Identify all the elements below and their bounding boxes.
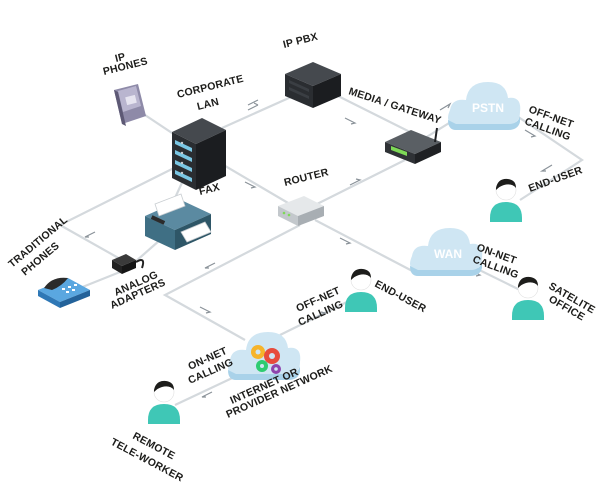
server-icon xyxy=(172,118,226,190)
ip-phones-label-1: IP xyxy=(114,51,127,65)
arrow-icon xyxy=(439,102,452,111)
arrow-icon xyxy=(344,117,357,125)
wire-router-wan xyxy=(314,219,421,276)
pbx-icon xyxy=(285,62,341,108)
corporate-lan-label-2: LAN xyxy=(196,96,220,113)
connection-lines xyxy=(57,91,584,406)
traditional-phone-icon xyxy=(38,277,90,308)
wire-lan-traditional xyxy=(57,164,181,261)
fax-label: FAX xyxy=(198,181,221,198)
analog-adapter-icon xyxy=(112,254,145,274)
ip-phone-icon xyxy=(114,84,146,126)
arrow-icon xyxy=(539,164,553,172)
gateway-icon xyxy=(385,127,441,164)
person-icon-end-user-2 xyxy=(345,268,377,312)
person-icon-satellite-office xyxy=(512,276,544,320)
end-user-label-2: END-USER xyxy=(373,278,429,315)
arrow-icon xyxy=(349,178,362,186)
arrow-icon xyxy=(84,231,96,238)
wire-router-gateway xyxy=(314,159,406,206)
router-label: ROUTER xyxy=(283,166,330,189)
arrow-icon xyxy=(201,391,213,398)
wan-label: WAN xyxy=(434,247,462,261)
wire-lan-pbx xyxy=(221,91,301,130)
fax-icon xyxy=(145,193,212,250)
wan-cloud-icon: WAN xyxy=(410,228,483,276)
arrow-icon xyxy=(247,99,259,106)
flow-arrows xyxy=(84,99,553,398)
gears-icon xyxy=(251,345,281,374)
arrow-icon xyxy=(524,129,537,138)
wire-lan-router xyxy=(214,159,301,211)
arrow-icon xyxy=(204,262,216,269)
arrow-icon xyxy=(314,311,327,319)
arrow-icon xyxy=(199,306,212,314)
wire-fax-adapter xyxy=(134,239,161,263)
internet-cloud-icon xyxy=(228,332,301,380)
end-user-label-1: END-USER xyxy=(527,164,584,195)
wire-pstn-enduser xyxy=(504,107,584,201)
pstn-label: PSTN xyxy=(472,101,504,115)
media-gateway-label: MEDIA / GATEWAY xyxy=(347,85,443,126)
arrow-icon xyxy=(247,102,259,111)
ip-pbx-label: IP PBX xyxy=(282,31,319,51)
wire-pbx-gateway xyxy=(329,91,411,133)
pstn-cloud-icon: PSTN xyxy=(448,82,521,130)
wire-lan-ipphones xyxy=(144,114,176,136)
router-icon xyxy=(278,196,324,226)
person-icon-end-user-1 xyxy=(490,178,522,222)
arrow-icon xyxy=(244,181,257,189)
wire-adapter-phone xyxy=(79,270,121,290)
arrow-icon xyxy=(339,237,352,245)
person-icon-remote xyxy=(148,380,180,424)
wire-router-internet xyxy=(162,224,301,341)
